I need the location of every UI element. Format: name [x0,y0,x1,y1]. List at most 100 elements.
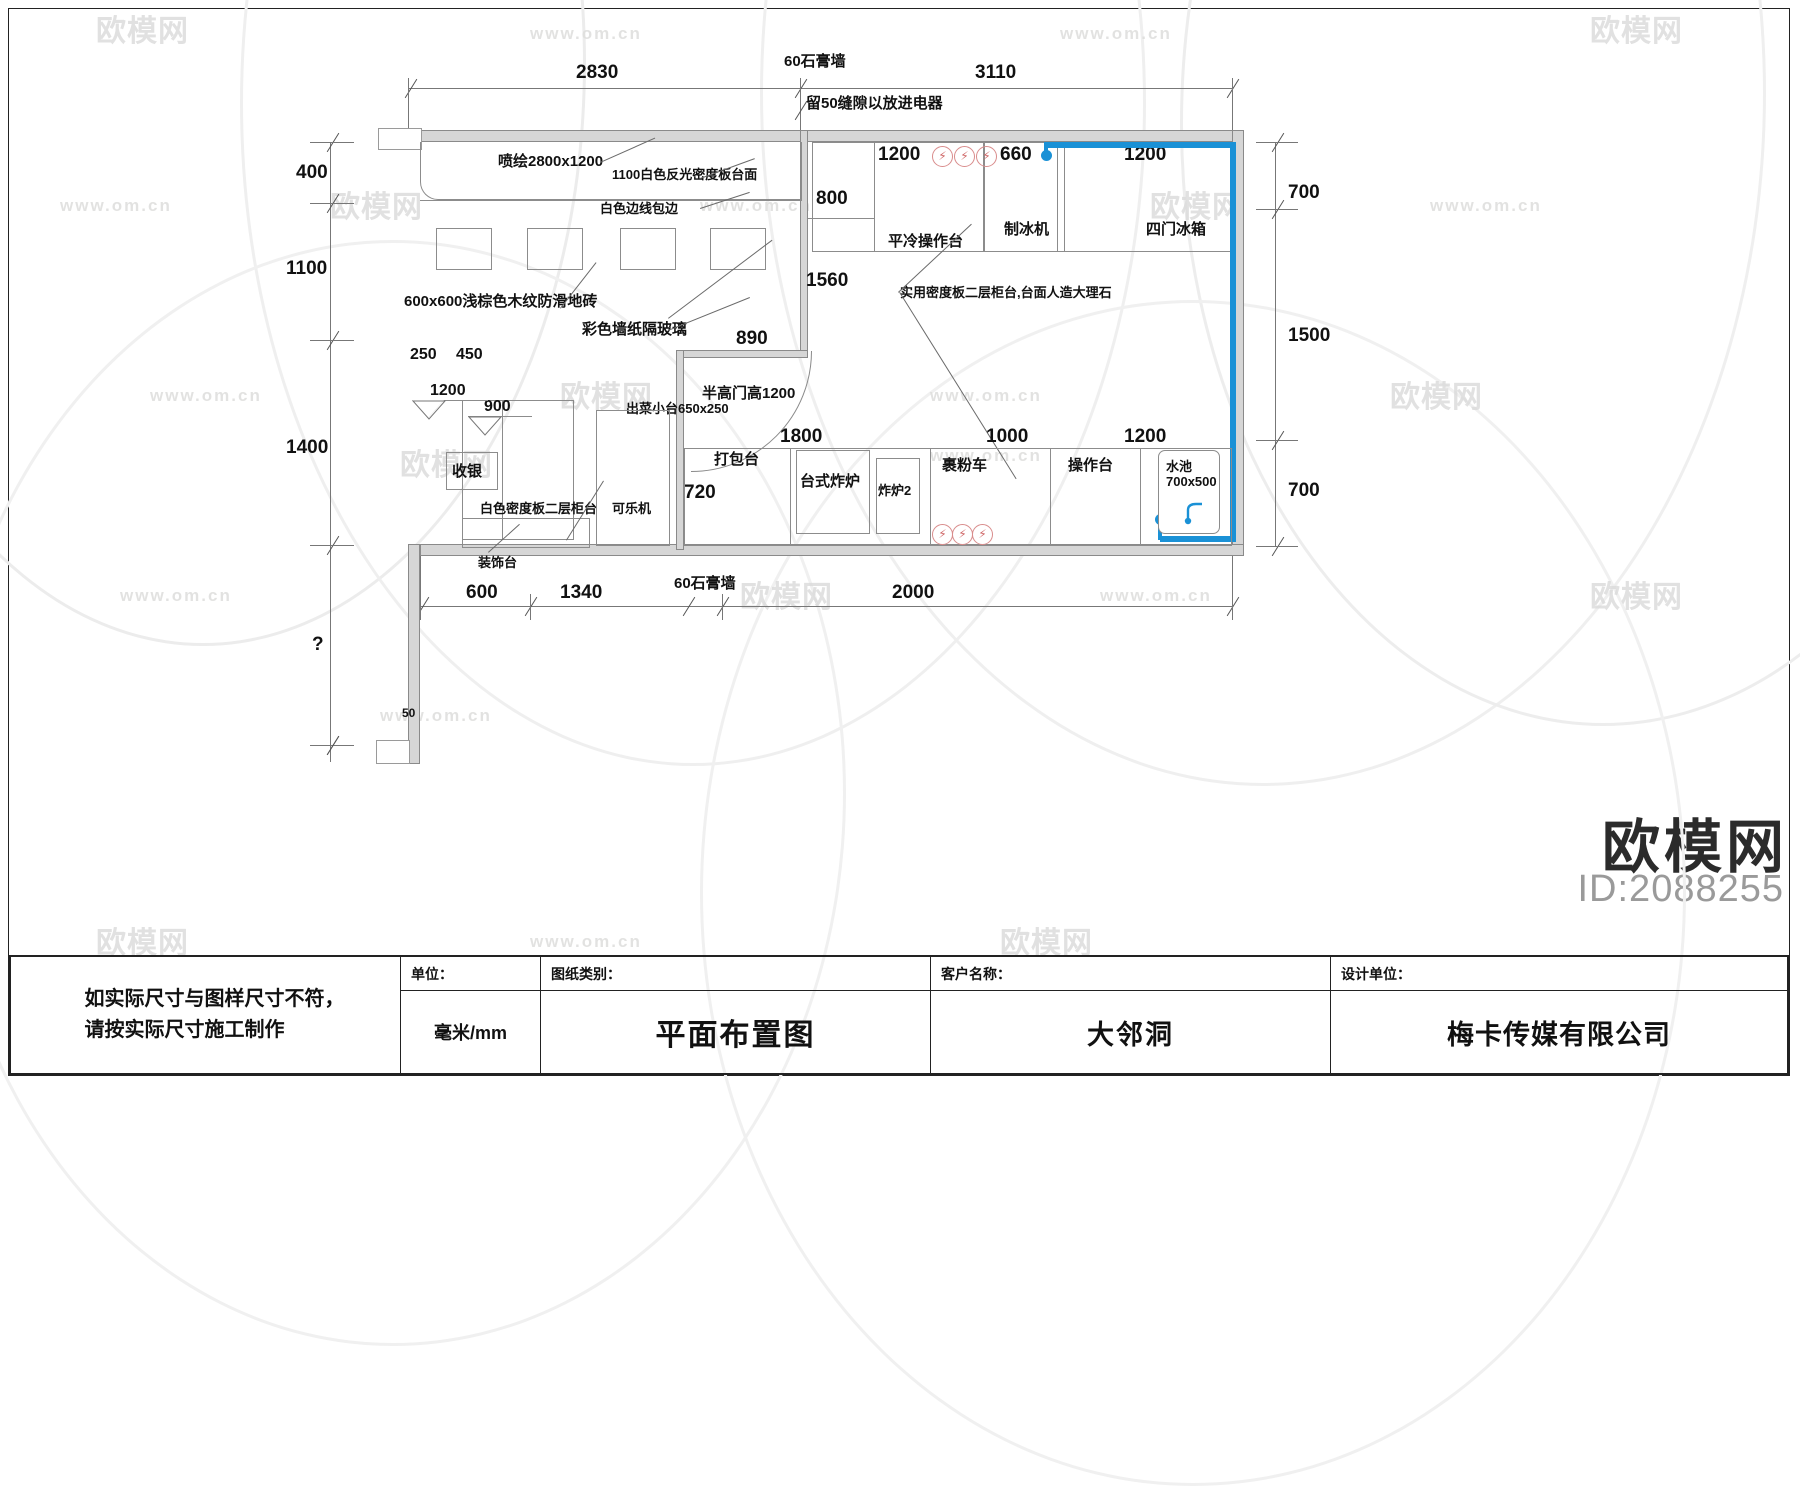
note-gypsum-wall-bottom: 60石膏墙 [674,575,736,592]
wall-left-lower [408,544,420,764]
note-counter-top: 1100白色反光密度板台面 [612,167,758,182]
dim-top-2830: 2830 [576,62,619,83]
dim-cashier-900: 900 [484,398,511,415]
title-block-unit: 单位： 毫米/mm [401,957,541,1073]
title-block-customer: 客户名称： 大邻洞 [931,957,1331,1073]
dim-ext-line [310,203,354,204]
floor-plan: 2830 3110 60石膏墙 留50缝隙以放进电器 400 1100 1400… [286,53,1331,764]
title-block: 如实际尺寸与图样尺寸不符， 请按实际尺寸施工制作 单位： 毫米/mm 图纸类别：… [9,955,1789,1075]
dim-cashier-450: 450 [456,346,483,363]
water-line-right [1230,142,1236,542]
dim-bottom-inner-1800: 1800 [780,426,823,447]
level-marker-icon [468,416,502,436]
dim-ext-line [310,340,354,341]
dim-inner-1200-a: 1200 [878,144,921,165]
dim-cashier-1200: 1200 [430,382,466,399]
entrance-stub-bottom [376,740,410,764]
cola-machine-box [596,410,670,546]
water-outlet-dot [1041,150,1052,161]
faucet-icon [1184,502,1202,525]
equipment-label-work-table: 操作台 [1068,457,1114,474]
bottom-dimension-line [420,606,1232,607]
kind-value: 平面布置图 [655,1019,816,1052]
disclaimer-line-1: 如实际尺寸与图样尺寸不符， [84,988,345,1010]
counter-edge-line [420,200,802,201]
dim-ext-line [800,78,801,130]
watermark-brand-large: 欧模网 [1601,815,1788,880]
level-line [412,400,488,401]
electric-outlet-icon: ⚡ [932,524,953,545]
seat-square [710,228,766,270]
dim-inner-890: 890 [736,328,768,349]
dim-ext-line [1256,546,1298,547]
electric-outlet-icon: ⚡ [972,524,993,545]
equipment-label-sink-size: 700x500 [1166,474,1217,489]
dim-ext-line [1256,142,1298,143]
electric-outlet-icon: ⚡ [932,146,953,167]
dim-right-1500: 1500 [1288,325,1331,346]
electric-outlet-icon: ⚡ [954,146,975,167]
dim-top-3110: 3110 [975,62,1017,83]
entrance-stub-top [378,128,422,150]
counter-divider [930,448,931,546]
dim-ext-line [420,556,421,620]
electric-outlet-icon: ⚡ [976,146,997,167]
cashier-counter [462,400,574,540]
dim-ext-line [1256,440,1298,441]
note-cabinet: 白色密度板二层柜台 [480,501,598,516]
dim-inner-660: 660 [1000,144,1032,165]
note-wall-50: 50 [402,706,416,720]
counter-divider [1050,448,1051,546]
equipment-label-flour-cart: 裹粉车 [942,457,988,474]
left-dimension-line [330,142,331,762]
leader-line [668,297,750,331]
equipment-label-packing: 打包台 [714,451,760,468]
designer-label: 设计单位： [1331,957,1787,991]
note-colored-glass: 彩色墙纸隔玻璃 [582,321,688,338]
dim-left-1400: 1400 [286,437,329,458]
dim-ext-line [1232,556,1233,620]
note-gypsum-wall-top: 60石膏墙 [784,53,846,70]
unit-value: 毫米/mm [433,1023,507,1043]
customer-value: 大邻洞 [1087,1019,1174,1050]
equipment-label-ice-maker: 制冰机 [1004,221,1050,238]
right-dimension-line [1275,142,1276,546]
equipment-label-fryer: 台式炸炉 [800,473,861,490]
dim-left-1100: 1100 [286,258,328,279]
equipment-label-fryer2: 炸炉2 [878,483,912,498]
dim-bottom-2000: 2000 [892,582,935,603]
dim-ext-line [408,78,409,130]
note-print-size: 喷绘2800x1200 [498,153,604,170]
water-line-bottom [1160,536,1236,542]
title-block-designer: 设计单位： 梅卡传媒有限公司 [1331,957,1787,1073]
dim-bottom-inner-1000: 1000 [986,426,1029,447]
dim-bottom-1340: 1340 [560,582,603,603]
decoration-counter [462,518,590,548]
title-block-disclaimer: 如实际尺寸与图样尺寸不符， 请按实际尺寸施工制作 [11,957,401,1073]
equipment-label-cashier: 收银 [452,463,483,480]
note-gap-50: 留50缝隙以放进电器 [806,95,943,112]
cashier-box [446,452,498,490]
designer-value: 梅卡传媒有限公司 [1447,1019,1671,1050]
note-stone-top: 实用密度板二层柜台,台面人造大理石 [900,285,1112,300]
equipment-label-sink: 水池 [1166,459,1193,474]
seat-square [436,228,492,270]
water-drop-stem [1044,142,1048,156]
wall-bottom [420,544,1244,556]
front-counter-curved [420,142,802,200]
dim-ext-line [310,545,354,546]
seat-square [527,228,583,270]
dim-right-700-bot: 700 [1288,480,1320,501]
counter-divider [1140,448,1141,546]
dim-cashier-250: 250 [410,346,437,363]
top-dimension-line [408,88,1232,89]
dim-ext-line [1256,209,1298,210]
customer-label: 客户名称： [931,957,1330,991]
equipment-label-fridge: 四门冰箱 [1146,221,1207,238]
note-floor-tile: 600x600浅棕色木纹防滑地砖 [404,293,598,310]
wall-top [408,130,1244,142]
water-line-top [1046,142,1236,148]
dim-inner-1560: 1560 [806,270,849,291]
cashier-divider [502,400,503,540]
level-marker-icon [412,400,446,420]
